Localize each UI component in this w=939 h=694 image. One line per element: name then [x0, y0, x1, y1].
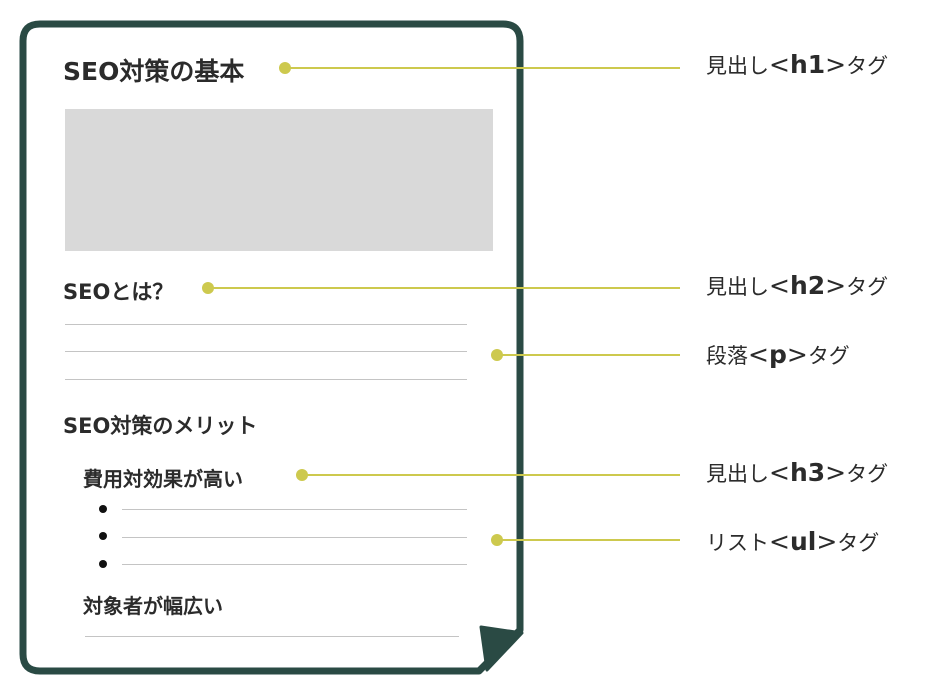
- paragraph-line: [65, 351, 467, 352]
- list-item-line: [122, 509, 467, 510]
- annotation-tag: h1: [789, 50, 826, 79]
- paragraph-line: [65, 379, 467, 380]
- open-angle-bracket: <: [748, 340, 769, 369]
- doc-subheading-wide-audience: 対象者が幅広い: [83, 594, 223, 618]
- annotation-tag: p: [768, 340, 787, 369]
- open-angle-bracket: <: [769, 527, 790, 556]
- annotation-prefix: 段落: [706, 344, 748, 368]
- annotation-prefix: 見出し: [706, 54, 769, 78]
- close-angle-bracket: >: [786, 340, 808, 369]
- annotation-p: 段落 < p > タグ: [706, 340, 850, 370]
- doc-heading-what-is-seo: SEOとは？: [63, 280, 174, 304]
- annotation-tag: h3: [789, 458, 826, 487]
- open-angle-bracket: <: [769, 271, 790, 300]
- doc-subheading-cost-effective: 費用対効果が高い: [83, 467, 243, 491]
- open-angle-bracket: <: [769, 50, 790, 79]
- annotation-suffix: タグ: [846, 54, 889, 78]
- annotation-h3: 見出し < h3 > タグ: [706, 458, 888, 488]
- connector-p: [491, 349, 680, 361]
- annotation-ul: リスト < ul > タグ: [706, 527, 879, 557]
- annotation-suffix: タグ: [837, 531, 880, 555]
- close-angle-bracket: >: [825, 271, 847, 300]
- connector-ul: [491, 534, 680, 546]
- annotation-suffix: タグ: [807, 344, 850, 368]
- doc-title-h1: SEO対策の基本: [63, 57, 245, 86]
- paragraph-line: [65, 324, 467, 325]
- annotation-h2: 見出し < h2 > タグ: [706, 271, 888, 301]
- list-item-line: [122, 564, 467, 565]
- connector-h2: [202, 282, 680, 294]
- annotation-h1: 見出し < h1 > タグ: [706, 50, 888, 80]
- doc-heading-seo-merits: SEO対策のメリット: [63, 414, 258, 438]
- annotation-tag: ul: [789, 527, 817, 556]
- close-angle-bracket: >: [825, 50, 847, 79]
- list-bullet: [99, 505, 107, 513]
- list-bullet: [99, 560, 107, 568]
- open-angle-bracket: <: [769, 458, 790, 487]
- connector-h3: [296, 469, 680, 481]
- annotation-tag: h2: [789, 271, 826, 300]
- list-item-line: [122, 537, 467, 538]
- paragraph-line: [85, 636, 459, 637]
- image-placeholder: [65, 109, 493, 251]
- connector-h1: [279, 62, 680, 74]
- list-bullet: [99, 532, 107, 540]
- annotation-suffix: タグ: [846, 462, 889, 486]
- annotation-suffix: タグ: [846, 275, 889, 299]
- page-fold-corner: [479, 625, 524, 672]
- annotation-prefix: 見出し: [706, 275, 769, 299]
- annotation-prefix: リスト: [706, 531, 769, 555]
- close-angle-bracket: >: [816, 527, 838, 556]
- close-angle-bracket: >: [825, 458, 847, 487]
- annotation-prefix: 見出し: [706, 462, 769, 486]
